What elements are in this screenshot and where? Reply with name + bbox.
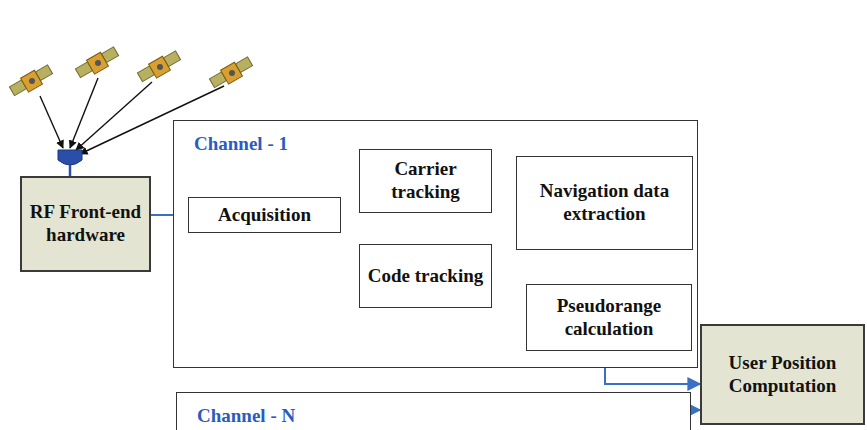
channel-label: Channel - 1 xyxy=(194,133,288,155)
process-box: Acquisition xyxy=(188,197,341,233)
antenna-feed xyxy=(69,165,72,176)
satellites xyxy=(9,47,252,96)
process-box: Code tracking xyxy=(359,244,492,308)
box-label: Navigation data extraction xyxy=(523,180,686,226)
output-box: User Position Computation xyxy=(700,324,865,425)
frontend-box: RF Front-end hardware xyxy=(20,176,151,272)
process-box: Carrier tracking xyxy=(359,149,492,213)
box-label: Carrier tracking xyxy=(366,158,485,204)
channel-label: Channel - N xyxy=(197,405,295,427)
flow-arrow xyxy=(691,409,700,411)
channel-group: Channel - 1 Acquisition Carrier trackingCo… xyxy=(173,120,698,368)
channel-group: Channel - N xyxy=(176,392,691,430)
process-box: Pseudorange calculation xyxy=(526,284,692,351)
box-label: Code tracking xyxy=(368,265,484,288)
antenna xyxy=(58,150,82,165)
process-box: Navigation data extraction xyxy=(516,156,693,250)
box-label: RF Front-end hardware xyxy=(28,201,143,247)
box-label: Acquisition xyxy=(218,204,311,227)
box-label: User Position Computation xyxy=(708,352,857,398)
box-label: Pseudorange calculation xyxy=(533,295,685,341)
